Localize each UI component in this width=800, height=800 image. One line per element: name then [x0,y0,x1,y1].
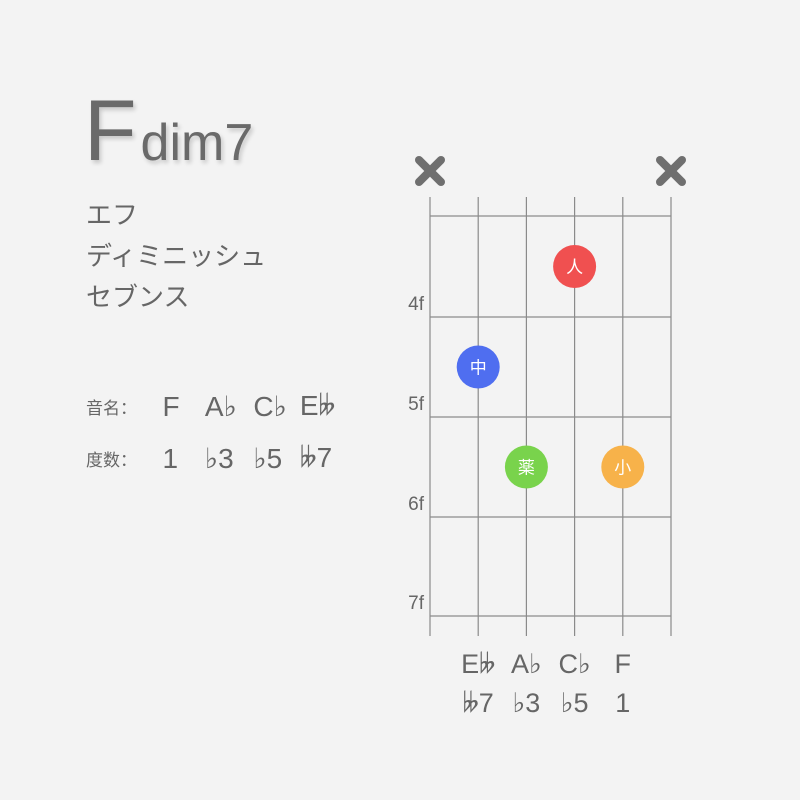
finger-label: 薬 [518,459,535,479]
fret-label: 5f [408,394,425,415]
string-degree: 𝄫7 [463,688,494,718]
muted-string-icon [415,156,445,186]
note-name: A♭ [204,391,237,422]
degree: 1 [162,442,179,474]
string-note-name: F [615,649,632,679]
finger-dot [601,445,645,489]
note-names-row: 音名： F A♭ C♭ E𝄫 [86,390,335,423]
degrees-label: 度数： [86,451,137,471]
muted-string-icon [656,156,686,186]
degree: ♭3 [204,443,234,474]
string-note-name: A♭ [511,649,542,679]
finger-label: 中 [470,359,487,379]
string-degree: ♭5 [561,688,589,718]
reading-line: エフ [86,201,139,231]
fret-label: 6f [408,494,425,515]
reading-line: ディミニッシュ [86,242,267,272]
finger-label: 人 [566,258,583,278]
degree: 𝄫7 [299,442,333,473]
chord-title: Fdim7 [84,88,253,174]
note-name: F [162,390,180,422]
chord-quality: dim7 [140,114,254,172]
reading-line: セブンス [86,283,190,313]
chord-root: F [84,83,137,179]
note-names-label: 音名： [86,399,137,419]
chord-reading: エフ ディミニッシュ セブンス [86,196,266,319]
finger-dot [456,345,500,389]
note-name: C♭ [253,391,287,422]
fret-label: 7f [408,593,425,614]
fret-label: 4f [408,294,425,315]
degrees-row: 度数： 1 ♭3 ♭5 𝄫7 [86,442,332,475]
note-name: E𝄫 [299,390,336,421]
finger-label: 小 [614,459,631,479]
string-note-name: E𝄫 [461,649,495,679]
finger-dot [553,245,597,288]
finger-dot [504,445,548,489]
string-note-name: C♭ [558,649,590,679]
string-degree: 1 [615,688,630,718]
string-degree: ♭3 [513,688,541,718]
degree: ♭5 [253,443,283,474]
